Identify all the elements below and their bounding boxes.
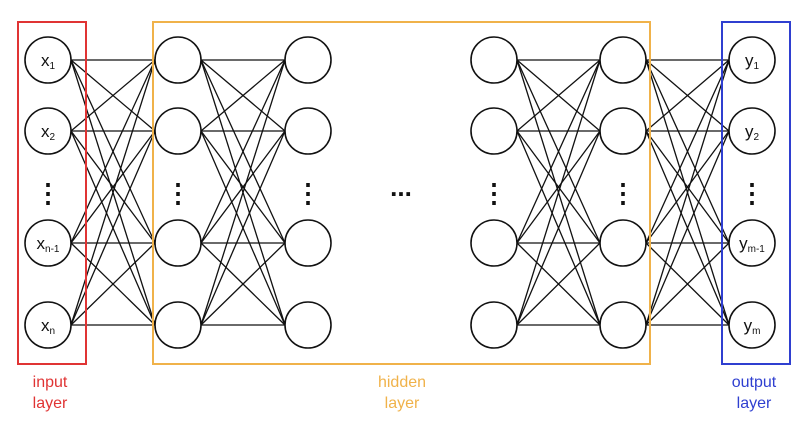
connection-edge bbox=[645, 59, 730, 132]
input-node bbox=[24, 301, 72, 349]
output-node bbox=[728, 301, 776, 349]
hidden-node bbox=[599, 301, 647, 349]
connection-edge bbox=[200, 130, 286, 244]
hidden-node bbox=[599, 219, 647, 267]
vertical-ellipsis: ⋮ bbox=[165, 178, 191, 208]
output-layer-label-line2: layer bbox=[736, 395, 772, 412]
hidden-node bbox=[154, 301, 202, 349]
output-layer-box bbox=[721, 21, 791, 365]
vertical-ellipsis: ⋮ bbox=[610, 178, 636, 208]
input-node-label: x2 bbox=[41, 122, 56, 143]
hidden-node bbox=[599, 107, 647, 155]
output-node-label: y2 bbox=[745, 122, 760, 143]
layer-boxes bbox=[17, 21, 791, 365]
connection-edge bbox=[645, 130, 730, 326]
connection-edge bbox=[516, 242, 601, 326]
input-node-label: xn-1 bbox=[37, 234, 60, 255]
input-layer-label: input layer bbox=[14, 372, 86, 414]
hidden-node bbox=[284, 301, 332, 349]
hidden-node bbox=[284, 36, 332, 84]
connection-edge bbox=[645, 242, 730, 326]
hidden-node bbox=[470, 301, 518, 349]
hidden-layer-label-line2: layer bbox=[384, 395, 420, 412]
input-node-label: x1 bbox=[41, 51, 56, 72]
hidden-layer-ellipsis: ... bbox=[390, 172, 412, 202]
hidden-node bbox=[470, 219, 518, 267]
output-node bbox=[728, 36, 776, 84]
output-layer-label: output layer bbox=[714, 372, 794, 414]
output-node-label: ym-1 bbox=[739, 234, 765, 255]
hidden-node bbox=[470, 36, 518, 84]
output-node-label: ym bbox=[744, 316, 761, 337]
vertical-ellipsis: ⋮ bbox=[295, 178, 321, 208]
vertical-ellipsis: ⋮ bbox=[35, 178, 61, 208]
connection-edge bbox=[200, 59, 286, 326]
hidden-node bbox=[154, 107, 202, 155]
input-node bbox=[24, 107, 72, 155]
input-node bbox=[24, 219, 72, 267]
hidden-node bbox=[470, 107, 518, 155]
connection-edge bbox=[645, 59, 730, 244]
connection-edge bbox=[516, 59, 601, 326]
hidden-layer-box bbox=[152, 21, 651, 365]
hidden-node bbox=[284, 107, 332, 155]
hidden-layer-label: hidden layer bbox=[350, 372, 454, 414]
input-node bbox=[24, 36, 72, 84]
connection-edge bbox=[200, 59, 286, 244]
hidden-layer-label-line1: hidden bbox=[377, 374, 427, 391]
connection-edge bbox=[200, 59, 286, 132]
input-node-label: xn bbox=[41, 316, 55, 337]
hidden-node bbox=[284, 219, 332, 267]
input-layer-label-line1: input bbox=[32, 374, 68, 391]
connection-edge bbox=[200, 242, 286, 326]
hidden-node bbox=[154, 219, 202, 267]
connection-edge bbox=[516, 59, 601, 132]
hidden-node bbox=[599, 36, 647, 84]
connection-edge bbox=[516, 59, 601, 244]
hidden-node bbox=[154, 36, 202, 84]
neuron-nodes: x1 x2 xn-1 xn ⋮ ⋮ ⋮ ⋮ ⋮ y1 y2 ym-1 ym ⋮... bbox=[24, 36, 776, 349]
connection-edge bbox=[516, 130, 601, 326]
output-layer-label-line1: output bbox=[731, 374, 777, 391]
connection-edge bbox=[200, 130, 286, 326]
output-node-label: y1 bbox=[745, 51, 760, 72]
output-node bbox=[728, 219, 776, 267]
connection-edge bbox=[645, 130, 730, 244]
connection-edge bbox=[516, 130, 601, 244]
connection-edge bbox=[645, 59, 730, 326]
input-layer-label-line2: layer bbox=[32, 395, 68, 412]
output-node bbox=[728, 107, 776, 155]
input-layer-box bbox=[17, 21, 87, 365]
vertical-ellipsis: ⋮ bbox=[481, 178, 507, 208]
vertical-ellipsis: ⋮ bbox=[739, 178, 765, 208]
